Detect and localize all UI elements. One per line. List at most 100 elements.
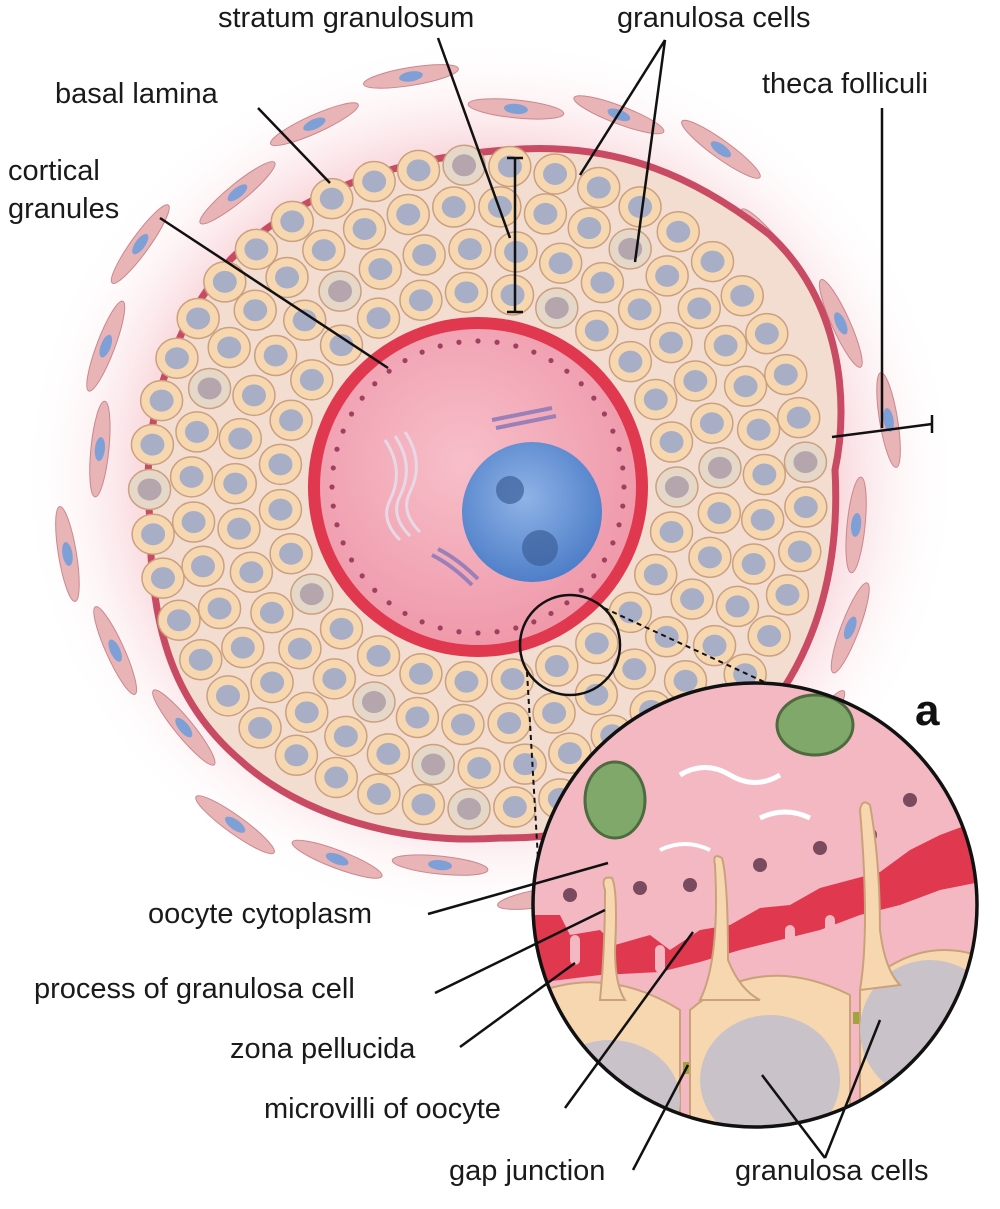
cortical-granule <box>591 395 597 401</box>
granulosa-nucleus <box>396 203 421 226</box>
granulosa-nucleus <box>263 344 288 367</box>
cortical-granule <box>340 428 346 434</box>
granulosa-nucleus <box>454 670 479 693</box>
cortical-granule <box>402 357 408 364</box>
granulosa-nucleus <box>557 742 582 765</box>
granulosa-nucleus <box>500 283 525 306</box>
granulosa-nucleus <box>244 238 269 261</box>
granulosa-nucleus <box>329 617 354 640</box>
cortical-granule <box>578 381 584 387</box>
cortical-granule <box>621 484 627 490</box>
label-cortical-granules-line1: cortical <box>8 155 100 187</box>
nucleolus <box>522 530 558 566</box>
granulosa-nucleus <box>754 322 779 345</box>
granulosa-nucleus <box>361 691 386 714</box>
label-granulosa-cells-top: granulosa cells <box>617 2 811 34</box>
granulosa-nucleus <box>750 508 775 531</box>
granulosa-nucleus <box>786 406 811 429</box>
granulosa-nucleus <box>421 753 446 776</box>
cortical-granule <box>475 630 481 636</box>
granulosa-nucleus <box>544 296 569 319</box>
granulosa-nucleus <box>502 795 527 818</box>
cortical-granule <box>359 573 365 579</box>
label-cortical-granules-line2: granules <box>8 193 120 225</box>
granulosa-nucleus <box>664 476 689 498</box>
label-stratum-granulosum: stratum granulosum <box>218 2 475 34</box>
granulosa-nucleus <box>577 217 602 240</box>
granulosa-nucleus <box>212 270 237 293</box>
granulosa-nucleus <box>150 567 175 590</box>
granulosa-nucleus <box>191 555 216 578</box>
cortical-granule <box>548 610 554 617</box>
granulosa-nucleus <box>259 601 284 624</box>
granulosa-nucleus <box>164 347 189 370</box>
granulosa-nucleus <box>741 553 766 576</box>
granulosa-nucleus <box>622 658 647 681</box>
granulosa-nucleus <box>687 297 712 320</box>
cortical-granule <box>564 600 570 606</box>
granulosa-nucleus <box>697 546 722 569</box>
granulosa-nucleus <box>548 252 573 275</box>
theca-nucleus <box>108 639 122 662</box>
cortical-granule <box>591 573 597 579</box>
cortical-granule <box>475 338 481 344</box>
granulosa-nucleus <box>140 433 165 456</box>
granulosa-nucleus <box>673 669 698 692</box>
theca-nucleus <box>303 117 326 131</box>
granulosa-nucleus <box>294 701 319 724</box>
cortical-granule <box>334 446 340 452</box>
granulosa-nucleus <box>452 154 477 177</box>
cortical-granule <box>419 619 425 625</box>
granulosa-nucleus <box>324 766 349 789</box>
granulosa-cells <box>127 144 828 830</box>
cortical-granule <box>578 587 584 593</box>
label-gap-junction: gap junction <box>449 1155 606 1187</box>
granulosa-nucleus <box>584 319 609 342</box>
granulosa-nucleus <box>467 756 492 779</box>
granulosa-nucleus <box>643 563 668 586</box>
granulosa-nucleus <box>137 478 162 501</box>
granulosa-nucleus <box>513 753 538 776</box>
cortical-granule <box>334 522 340 528</box>
cortical-granule <box>437 343 443 349</box>
nucleolus <box>496 476 524 504</box>
label-zona-pellucida: zona pellucida <box>230 1033 416 1065</box>
label-process-of-granulosa-cell: process of granulosa cell <box>34 973 355 1005</box>
granulosa-nucleus <box>299 583 324 606</box>
granulosa-nucleus <box>773 363 798 386</box>
cortical-granule <box>437 625 443 631</box>
cortical-granule <box>548 357 554 364</box>
granulosa-nucleus <box>260 671 285 694</box>
granulosa-nucleus <box>186 307 211 330</box>
granulosa-nucleus <box>699 412 724 435</box>
granulosa-nucleus <box>207 597 232 620</box>
cortical-granule <box>601 411 608 417</box>
cortical-granule <box>402 610 408 617</box>
granulosa-nucleus <box>280 210 305 233</box>
granulosa-nucleus <box>757 625 782 648</box>
granulosa-nucleus <box>707 502 732 525</box>
granulosa-nucleus <box>666 220 691 243</box>
granulosa-nucleus <box>184 420 209 443</box>
granulosa-nucleus <box>322 667 347 690</box>
granulosa-nucleus <box>725 595 750 618</box>
cortical-granule <box>340 540 346 546</box>
granulosa-nucleus <box>707 456 732 479</box>
granulosa-nucleus <box>368 258 393 281</box>
granulosa-nucleus <box>730 284 755 307</box>
granulosa-nucleus <box>655 264 680 287</box>
theca-nucleus <box>843 616 857 640</box>
cortical-granule <box>494 629 500 635</box>
granulosa-nucleus <box>366 307 391 330</box>
granulosa-nucleus <box>284 744 309 767</box>
cortical-granule <box>513 343 519 349</box>
granulosa-nucleus <box>457 238 482 261</box>
granulosa-nucleus <box>752 463 777 486</box>
cortical-granule <box>620 465 626 471</box>
granulosa-nucleus <box>584 632 609 655</box>
granulosa-nucleus <box>450 713 475 736</box>
granulosa-nucleus <box>441 196 466 219</box>
granulosa-nucleus <box>279 409 304 432</box>
cortical-granule <box>348 557 355 563</box>
